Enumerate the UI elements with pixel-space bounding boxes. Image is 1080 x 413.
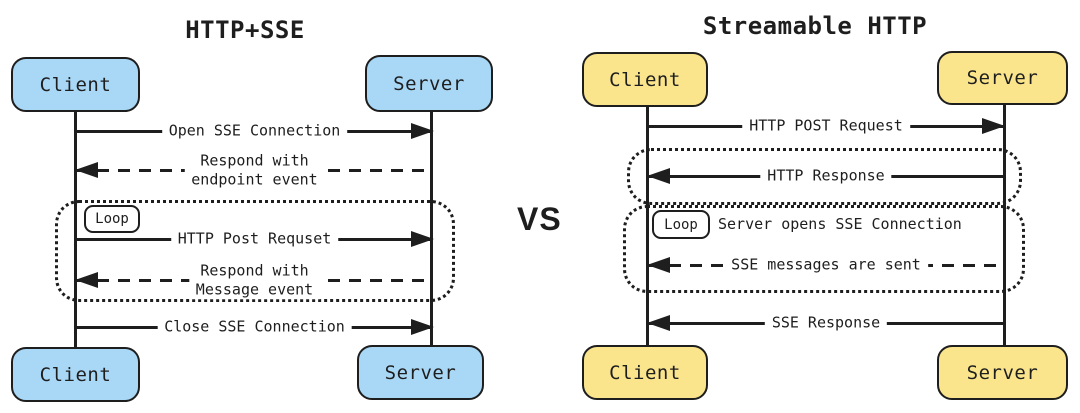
message-label: SSE Response: [764, 313, 888, 333]
actor-label: Client: [39, 363, 112, 386]
message-label-line2: endpoint event: [191, 170, 318, 188]
response-fragment-box: [627, 148, 1022, 205]
loop-tag-left: Loop: [84, 205, 140, 233]
arrowhead-right-icon: [411, 319, 434, 335]
actor-client-bottom-left: Client: [11, 347, 140, 402]
actor-client-top-left: Client: [11, 57, 140, 112]
actor-server-top-left: Server: [365, 55, 493, 112]
arrowhead-left-icon: [75, 162, 98, 178]
message-label: HTTP Post Requset: [170, 229, 339, 249]
lifeline-client-right: [646, 106, 649, 346]
loop-tag-label: Loop: [95, 211, 129, 227]
actor-label: Client: [609, 361, 681, 384]
diagram-title-streamable-http: Streamable HTTP: [702, 12, 928, 40]
arrowhead-right-icon: [411, 231, 434, 247]
message-label-line2: Message event: [195, 280, 314, 298]
arrowhead-right-icon: [982, 118, 1005, 134]
loop-fragment-box-left: [55, 200, 455, 302]
message-label: HTTP Response: [760, 166, 892, 186]
loop-tag-label: Loop: [664, 216, 698, 233]
actor-client-bottom-right: Client: [582, 345, 708, 400]
message-label: SSE messages are sent: [724, 255, 928, 275]
message-label: Open SSE Connection: [161, 121, 348, 141]
lifeline-client-left: [74, 111, 77, 348]
arrowhead-right-icon: [411, 123, 434, 139]
message-label: Respond with Message event: [188, 261, 321, 299]
actor-label: Client: [39, 73, 112, 96]
actor-server-bottom-left: Server: [357, 345, 484, 400]
message-label-line1: Respond with: [200, 261, 309, 280]
message-label: Close SSE Connection: [157, 317, 352, 337]
arrowhead-left-icon: [75, 272, 98, 288]
loop-tag-right: Loop: [652, 210, 710, 239]
actor-client-top-right: Client: [582, 52, 708, 107]
message-label: HTTP POST Request: [742, 116, 910, 136]
actor-server-bottom-right: Server: [937, 345, 1068, 400]
arrowhead-left-icon: [647, 315, 670, 331]
actor-label: Server: [384, 361, 457, 384]
actor-server-top-right: Server: [937, 51, 1068, 105]
lifeline-server-left: [430, 111, 433, 346]
arrowhead-left-icon: [647, 257, 670, 273]
arrowhead-left-icon: [647, 168, 670, 184]
diagram-title-http-sse: HTTP+SSE: [185, 16, 305, 44]
loop-fragment-box-right: [623, 205, 1025, 293]
message-label-line1: Respond with: [200, 151, 309, 170]
message-label: Respond with endpoint event: [184, 151, 325, 189]
actor-label: Server: [393, 72, 465, 95]
actor-label: Client: [609, 68, 681, 91]
actor-label: Server: [966, 67, 1039, 89]
actor-label: Server: [966, 361, 1039, 384]
vs-label: VS: [517, 201, 562, 237]
loop-title-text: Server opens SSE Connection: [718, 215, 962, 233]
